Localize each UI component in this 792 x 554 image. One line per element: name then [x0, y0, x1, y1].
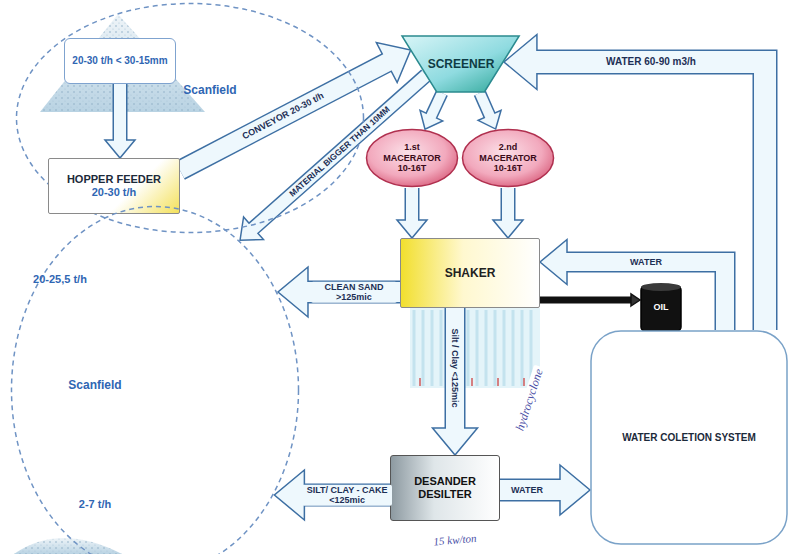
stripe: [440, 310, 443, 386]
stripe: [431, 310, 434, 386]
sand-pile: [14, 538, 122, 554]
arrow-head: [274, 470, 304, 520]
arrow-body: [502, 188, 514, 223]
arrow-body: [406, 188, 418, 223]
node-label: 2-7 t/h: [79, 498, 111, 511]
handwritten-note: hydrocyclone: [513, 364, 548, 435]
node-label: Scanfield: [183, 83, 236, 97]
flow-arrow: [540, 240, 725, 331]
macerator: 1.st MACERATOR 10-16T: [365, 128, 459, 188]
node-label: DESANDER DESILTER: [400, 475, 490, 501]
stripe: [521, 310, 524, 386]
feed-spec-box: 20-30 t/h < 30-15mm: [64, 38, 175, 84]
sand-texture: [14, 538, 122, 554]
arrow-head: [278, 267, 308, 317]
arrow-body: [534, 62, 765, 330]
node-label: SCREENER: [428, 57, 495, 71]
stripe: [422, 310, 425, 386]
flow-arrow: [105, 84, 135, 158]
node-label: HOPPER FEEDER: [67, 173, 161, 186]
node-label: 20-25,5 t/h: [33, 273, 87, 286]
node-label: 20-30 t/h < 30-15mm: [72, 55, 167, 67]
flow-label: WATER: [508, 485, 546, 495]
flow-label: CONVEYOR 20-30 t/h: [238, 90, 328, 144]
flow-arrow: [397, 188, 427, 238]
arrow-body: [430, 93, 442, 118]
stripe: [476, 310, 479, 386]
node-label: 1.st MACERATOR 10-16T: [381, 142, 443, 174]
desander-box: DESANDER DESILTER: [390, 455, 500, 521]
tick-mark: [523, 378, 525, 386]
barrel-lid: [641, 283, 681, 291]
scanfield-area-outline: [10, 205, 300, 554]
handwritten-note: 15 kw/ton: [430, 532, 480, 549]
arrow-body: [114, 84, 126, 143]
arrow-body: [564, 262, 725, 330]
node-label: 2.nd MACERATOR 10-16T: [477, 142, 539, 174]
flow-arrow: [500, 465, 590, 515]
arrow-body: [301, 485, 390, 505]
flow-label: CLEAN SAND >125mic: [311, 282, 397, 303]
arrow-body: [500, 480, 563, 500]
screener-hopper-shape: [402, 36, 519, 92]
screen-stripes: [414, 310, 531, 386]
stripe: [494, 310, 497, 386]
stripe: [485, 310, 488, 386]
macerator: 2.nd MACERATOR 10-16T: [461, 128, 555, 188]
tick-mark: [419, 378, 421, 386]
flow-arrow: [504, 35, 765, 331]
stripe: [503, 310, 506, 386]
flow-arrow: [493, 188, 523, 238]
shaker-box: SHAKER: [400, 238, 540, 308]
scanfield-area-shape: [17, 4, 364, 233]
screener-hopper: SCREENER: [401, 35, 520, 93]
flow-label: WATER 60-90 m3/h: [603, 56, 699, 68]
arrow-body: [305, 282, 400, 302]
flow-label: Silt / Clay <125mic: [450, 326, 460, 411]
tick-mark: [471, 378, 473, 386]
scanfield-area: 20-25,5 t/hScanfield 2-7 t/h: [10, 205, 300, 554]
node-label: 20-30 t/h: [92, 186, 137, 199]
stripe: [512, 310, 515, 386]
arrow-outline: [540, 297, 631, 304]
node-label: SHAKER: [445, 266, 496, 280]
arrow-head: [540, 240, 567, 285]
flow-arrow: [540, 294, 640, 306]
flow-label: SILT/ CLAY - CAKE <125mic: [302, 485, 392, 506]
scanfield-area-shape: [12, 207, 299, 554]
stripe: [530, 310, 533, 386]
arrow-head: [631, 294, 640, 306]
arrow-body: [480, 93, 491, 118]
flow-arrow: [478, 93, 501, 129]
oil-barrel: OIL: [640, 282, 682, 332]
macerator-shape: [462, 130, 553, 187]
hopper-feeder-box: HOPPER FEEDER20-30 t/h: [48, 158, 180, 214]
oil-barrel-shape: [641, 286, 681, 331]
sand-pile: [14, 538, 122, 554]
node-label: Scanfield: [68, 378, 121, 392]
water-collection-tank: WATER COLETION SYSTEM: [590, 330, 788, 545]
stripe: [467, 310, 470, 386]
flow-arrow: [433, 308, 478, 455]
flow-arrow: [420, 93, 443, 129]
water-collection-tank-shape: [591, 331, 787, 544]
arrow-body: [446, 308, 464, 431]
flow-label: WATER: [627, 257, 665, 267]
arrow-body: [180, 61, 389, 170]
tick-mark: [497, 378, 499, 386]
flow-arrow: [278, 267, 400, 317]
arrow-outline: [537, 62, 765, 330]
arrow-head: [560, 465, 590, 515]
scanfield-area: 20-30 t/h < 30-15mmHOPPER FEEDER20-30 t/…: [15, 2, 365, 234]
flow-arrow: [274, 470, 390, 520]
arrow-head: [433, 428, 478, 455]
screen-deck: [410, 308, 540, 388]
stripe: [413, 310, 416, 386]
node-label: OIL: [654, 302, 669, 313]
macerator-shape: [366, 130, 457, 187]
node-label: WATER COLETION SYSTEM: [622, 432, 756, 444]
arrow-outline: [567, 262, 725, 330]
